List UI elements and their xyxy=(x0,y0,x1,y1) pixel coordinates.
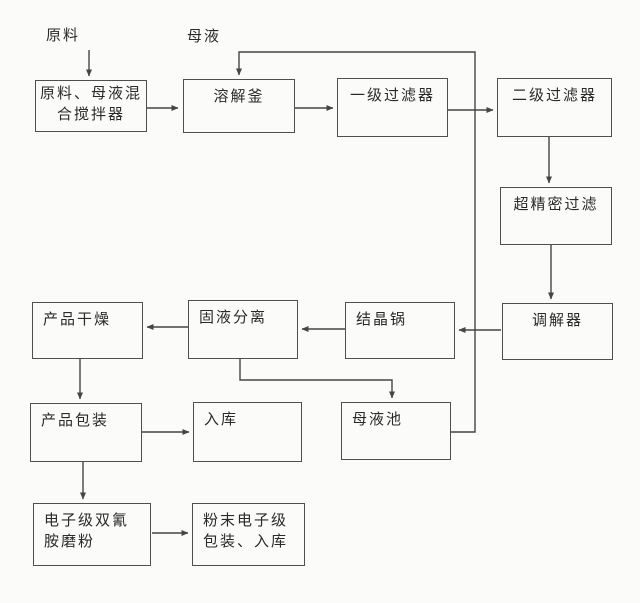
node-separator: 固液分离 xyxy=(188,300,298,359)
node-warehouse-label: 入库 xyxy=(204,412,239,428)
input-label-raw-material: 原料 xyxy=(46,28,80,45)
edge-pool-dissolver-recycle xyxy=(236,51,476,433)
node-filter2: 二级过滤器 xyxy=(497,78,612,137)
node-packaging: 产品包装 xyxy=(30,403,142,462)
node-regulator-label: 调解器 xyxy=(531,313,583,329)
node-crystallizer-label: 结晶锅 xyxy=(356,312,408,328)
node-grinder: 电子级双氰 胺磨粉 xyxy=(33,503,151,566)
node-mother-liquor-pool: 母液池 xyxy=(341,402,451,460)
node-ultra-filter: 超精密过滤 xyxy=(500,187,612,245)
node-dissolver-label: 溶解釜 xyxy=(213,89,265,105)
node-powder-packaging: 粉末电子级 包装、入库 xyxy=(192,503,305,566)
raw-material-text: 原料 xyxy=(46,28,81,44)
node-filter2-label: 二级过滤器 xyxy=(511,88,597,104)
node-mixer: 原料、母液混 合搅拌器 xyxy=(35,80,147,132)
node-filter1-label: 一级过滤器 xyxy=(349,88,435,104)
node-regulator: 调解器 xyxy=(502,303,613,360)
input-label-mother-liquor: 母液 xyxy=(187,29,221,46)
node-ultra-filter-label: 超精密过滤 xyxy=(513,197,599,213)
node-grinder-label: 电子级双氰 胺磨粉 xyxy=(44,513,130,550)
node-crystallizer: 结晶锅 xyxy=(345,302,455,359)
node-filter1: 一级过滤器 xyxy=(337,78,448,137)
node-dissolver: 溶解釜 xyxy=(183,79,295,133)
edge-separator-pool xyxy=(239,359,395,399)
node-packaging-label: 产品包装 xyxy=(41,413,110,429)
node-separator-label: 固液分离 xyxy=(199,310,268,326)
node-mixer-label: 原料、母液混 合搅拌器 xyxy=(39,86,142,123)
node-powder-packaging-label: 粉末电子级 包装、入库 xyxy=(203,513,289,550)
node-dryer-label: 产品干燥 xyxy=(43,312,112,328)
node-warehouse: 入库 xyxy=(193,402,302,462)
node-dryer: 产品干燥 xyxy=(32,302,143,359)
node-mother-liquor-pool-label: 母液池 xyxy=(352,412,404,428)
mother-liquor-text: 母液 xyxy=(187,29,222,45)
